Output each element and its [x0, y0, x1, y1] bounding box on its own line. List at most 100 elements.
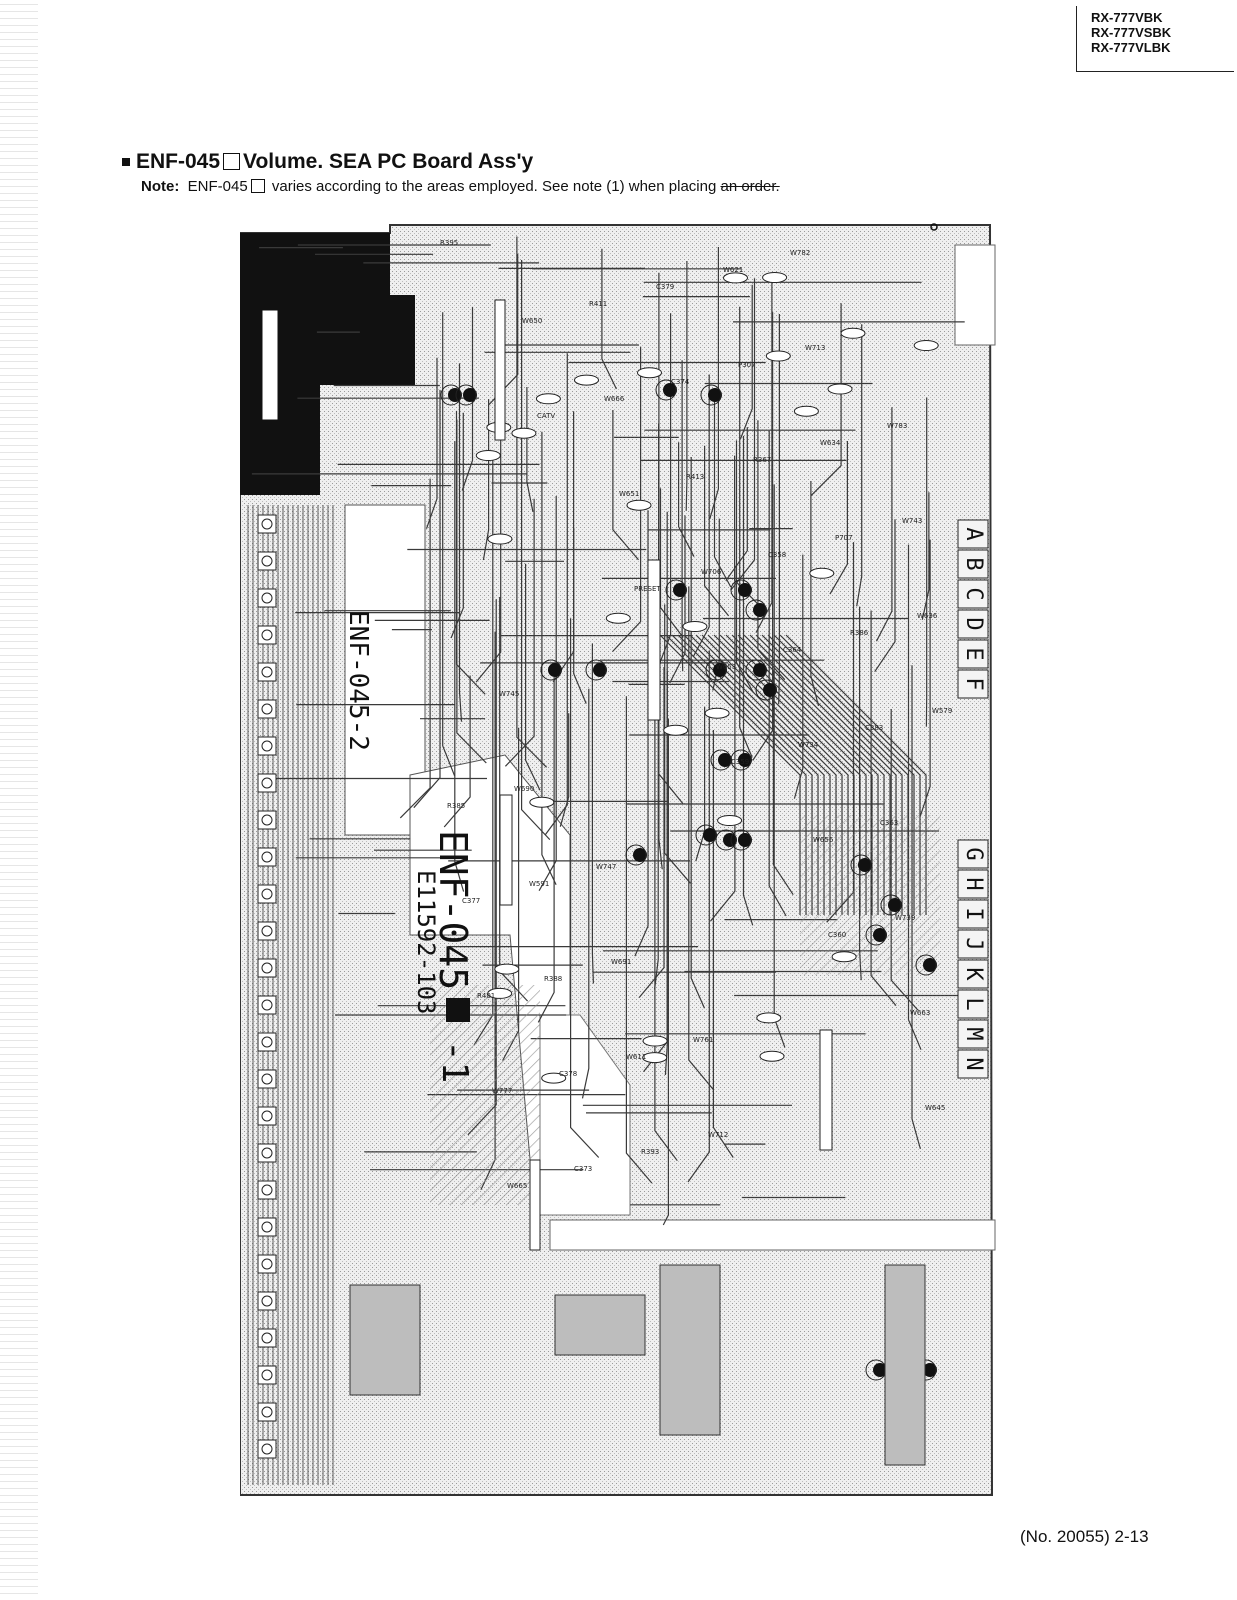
copper-trace	[443, 675, 471, 828]
transistor-outline	[745, 659, 767, 681]
copper-trace	[399, 478, 431, 819]
note-struck-text: an order.	[720, 178, 780, 195]
switch-pad-hole	[261, 555, 273, 567]
component-label: W783	[887, 422, 907, 430]
switch-pad-hole	[261, 518, 273, 530]
capacitor-outline	[511, 427, 537, 439]
copper-trace	[810, 303, 842, 497]
copper-trace	[810, 481, 820, 707]
connector-strip	[261, 309, 279, 421]
copper-trace	[454, 441, 465, 892]
transistor-outline	[440, 384, 462, 406]
copper-trace	[654, 570, 678, 1162]
switch-pad-hole	[261, 1295, 273, 1307]
component-label: W634	[820, 439, 841, 447]
component-label: W656	[813, 836, 834, 844]
grid-letter: E	[961, 647, 986, 660]
component-label: R413	[686, 473, 704, 481]
switch-pad	[257, 1291, 277, 1311]
component-label: PRESET	[634, 585, 661, 593]
copper-trace	[537, 677, 555, 1023]
board-label-top: ENF-045-2	[343, 610, 373, 751]
transistor-outline	[730, 829, 752, 851]
transistor-pad	[463, 388, 477, 402]
transistor-pad	[548, 663, 562, 677]
transistor-pad	[448, 388, 462, 402]
switch-pad-hole	[261, 740, 273, 752]
component-label: W611	[626, 1053, 646, 1061]
copper-trace	[875, 407, 893, 642]
component-label: R395	[440, 239, 458, 247]
copper-trace	[658, 313, 672, 665]
copper-trace	[709, 247, 719, 520]
component-label: W651	[619, 490, 639, 498]
ic-chip	[647, 559, 661, 721]
note-line: Note: ENF-045 varies according to the ar…	[141, 178, 780, 195]
capacitor-outline	[723, 272, 748, 284]
component-label: W761	[693, 1036, 713, 1044]
copper-pad-area	[554, 1294, 646, 1356]
grid-letter-box	[957, 1019, 989, 1049]
capacitor-outline	[827, 383, 853, 395]
grid-letter-box	[957, 1049, 989, 1079]
copper-trace	[526, 387, 534, 512]
grid-letter: M	[961, 1027, 986, 1040]
capacitor-outline	[704, 707, 730, 719]
copper-trace	[921, 492, 930, 620]
component-label: R393	[641, 1148, 659, 1156]
transistor-outline	[455, 384, 477, 406]
capacitor-outline	[913, 340, 939, 351]
copper-trace	[856, 324, 863, 607]
component-label: P707	[835, 534, 853, 542]
switch-pad	[257, 810, 277, 830]
component-label: W621	[723, 266, 743, 274]
transistor-outline	[730, 579, 752, 601]
switch-pad	[257, 551, 277, 571]
copper-trace	[450, 412, 464, 639]
grid-letter: C	[961, 587, 986, 600]
transistor-outline	[865, 924, 887, 946]
model-box: RX-777VBK RX-777VSBK RX-777VLBK	[1076, 6, 1234, 72]
copper-trace	[685, 261, 688, 511]
transistor-pad	[703, 828, 717, 842]
component-label: W666	[604, 395, 625, 403]
switch-pad	[257, 699, 277, 719]
capacitor-outline	[642, 1035, 668, 1047]
transistor-pad	[873, 1363, 887, 1377]
switch-pad-hole	[261, 888, 273, 900]
transistor-outline	[540, 659, 562, 681]
transistor-pad	[923, 1363, 937, 1377]
copper-trace	[692, 374, 710, 658]
copper-trace	[687, 650, 710, 1183]
grid-letter: I	[961, 907, 986, 920]
grid-letter-box	[957, 959, 989, 989]
blank-box-icon	[250, 179, 265, 193]
switch-pad	[257, 958, 277, 978]
switch-pad-hole	[261, 851, 273, 863]
component-label: C360	[828, 931, 846, 939]
component-label: W579	[932, 707, 952, 715]
grid-letter: L	[961, 997, 986, 1010]
switch-pad-hole	[261, 1184, 273, 1196]
model-line-3: RX-777VLBK	[1091, 40, 1171, 55]
component-label: C378	[559, 1070, 577, 1078]
component-label: CATV	[537, 412, 555, 420]
grid-letter: J	[961, 937, 986, 950]
copper-trace	[793, 554, 804, 799]
grid-letter-box	[957, 519, 989, 549]
switch-pad	[257, 995, 277, 1015]
transistor-outline	[880, 894, 902, 916]
component-label: W645	[925, 1104, 945, 1112]
copper-trace	[544, 353, 568, 836]
note-text: varies according to the areas employed. …	[271, 178, 717, 195]
component-label: W713	[805, 344, 825, 352]
transistor-pad	[923, 958, 937, 972]
grid-letter-box	[957, 929, 989, 959]
component-label: W743	[902, 517, 922, 525]
capacitor-outline	[663, 724, 689, 736]
transistor-outline	[850, 854, 872, 876]
component-label: R367	[753, 456, 771, 464]
copper-trace	[458, 363, 463, 722]
